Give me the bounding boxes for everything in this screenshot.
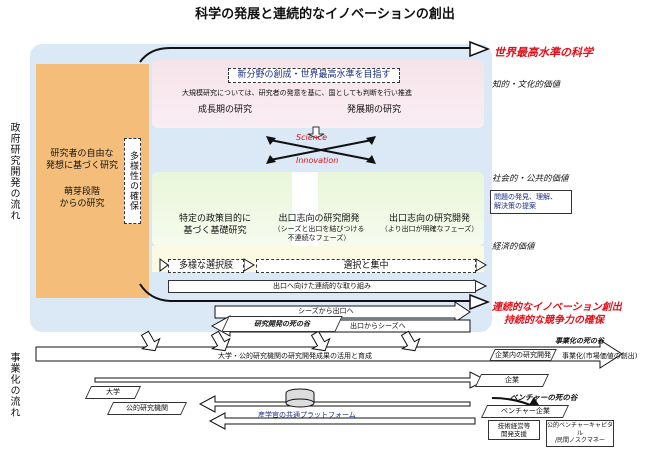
science-innovation-cross	[266, 136, 376, 164]
exit-a-line-3: 不連続なフェーズ）	[287, 234, 351, 242]
vc-line-1: 公的ベンチャーキャピタル	[547, 422, 613, 437]
exit-b-line-1: 出口志向の研究開発	[388, 214, 470, 224]
vc-line-2: /民間ノスクマネー	[554, 437, 606, 444]
policy-line-1: 特定の政策目的に	[178, 214, 251, 224]
company-label: 企業	[505, 376, 519, 384]
page-title: 科学の発展と連続的なイノベーションの創出	[195, 7, 455, 22]
policy-line-2: 基づく基礎研究	[183, 225, 247, 236]
exit-b-line-2: （より出口が明確なフェーズ）	[380, 225, 479, 234]
proposal-line-2: 解決策の提案	[494, 202, 536, 211]
public-institute-box: 公的研究機関	[106, 402, 188, 415]
venture-company-label: ベンチャー企業	[500, 407, 550, 415]
tech-support-line-2: 開発支援	[501, 430, 527, 439]
tech-support-box: 技術経営等 開発支援	[488, 420, 540, 441]
science-label: Science	[296, 133, 328, 142]
platform-label: 産学官の共通プラットフォーム	[258, 411, 356, 419]
innovation-label: Innovation	[296, 156, 339, 165]
policy-research-text: 特定の政策目的に 基づく基礎研究	[160, 214, 270, 237]
seed-line-1: 萌芽段階	[63, 187, 100, 197]
company-box: 企業	[474, 374, 550, 387]
tech-support-line-1: 技術経営等	[497, 422, 531, 430]
world-class-arrow	[139, 40, 491, 63]
diverse-options-box: 多様な選択肢	[168, 259, 244, 273]
university-box: 大学	[84, 386, 142, 399]
exit-a-line-1: 出口志向の研究開発	[278, 214, 360, 224]
seeds-to-exit-label: シーズから出口へ	[298, 307, 354, 315]
down-arrows	[140, 330, 421, 352]
new-field-box: 新分野の創成・世界最高水準を目指す	[228, 68, 400, 83]
social-value-label: 社会的・公共的価値	[492, 174, 569, 184]
exit-to-seeds-label: 出口からシーズへ	[350, 322, 406, 330]
rd-death-valley: 研究開発の死の谷	[221, 316, 343, 332]
seed-line-2: からの研究	[59, 199, 105, 210]
economic-value-label: 経済的価値	[492, 242, 535, 252]
commercialization-label: 事業化(市場価値の創出)	[562, 352, 638, 360]
growth-research: 成長期の研究	[198, 105, 253, 115]
platform-cylinder	[285, 388, 315, 408]
large-scale-text: 大規模研究については、研究者の発意を基に、国としても判断を行い推進	[182, 89, 412, 97]
continuous-innovation-label: 連続的なイノベーション創出	[492, 302, 622, 313]
selection-focus-box: 選択と集中	[256, 259, 476, 273]
diversity-box: 多様性の確保	[124, 138, 141, 224]
government-flow-label: 政府研究開発の流れ	[8, 122, 19, 221]
corporate-rd-label: 企業内の研究開発	[495, 351, 551, 359]
business-flow-label: 事業化の流れ	[8, 352, 19, 418]
seed-research-text: 萌芽段階 からの研究	[42, 186, 122, 210]
free-research-text: 研究者の自由な 発想に基づく研究	[42, 148, 122, 172]
proposal-line-1: 問題の発見、理解、	[494, 193, 557, 201]
public-institute-label: 公的研究機関	[126, 404, 168, 412]
sustained-competitiveness-label: 持続的な競争力の確保	[504, 315, 604, 326]
world-class-label: 世界最高水準の科学	[494, 46, 593, 59]
innovation-band	[152, 172, 484, 246]
university-label: 大学	[106, 388, 120, 396]
corporate-rd: 企業内の研究開発	[489, 349, 557, 361]
development-research: 発展期の研究	[347, 105, 402, 115]
proposal-box: 問題の発見、理解、 解決策の提案	[490, 190, 572, 215]
free-research-line-1: 研究者の自由な	[50, 149, 114, 159]
venture-company-box: ベンチャー企業	[480, 405, 570, 418]
free-research-line-2: 発想に基づく研究	[45, 161, 118, 172]
venture-capital-box: 公的ベンチャーキャピタル /民間ノスクマネー	[546, 420, 614, 447]
continuous-innovation-arrow	[139, 283, 491, 311]
rd-death-valley-label: 研究開発の死の谷	[254, 320, 310, 328]
continuous-effort-bar: 出口へ向けた連続的な取り組み	[168, 280, 476, 293]
exit-a-line-2: （シーズと出口を結びつける	[273, 225, 365, 234]
intellectual-value-label: 知的・文化的価値	[492, 80, 561, 90]
venture-death-valley-label: ベンチャーの死の谷	[510, 393, 578, 402]
gap-column	[292, 172, 318, 246]
exit-oriented-a: 出口志向の研究開発 （シーズと出口を結びつける 不連続なフェーズ）	[264, 214, 374, 243]
business-main-arrow	[35, 339, 623, 369]
commercial-death-valley-label: 事業化の死の谷	[555, 337, 604, 345]
university-utilization-label: 大学・公的研究機関の研究開発成果の活用と育成	[218, 352, 372, 360]
exit-oriented-b: 出口志向の研究開発 （より出口が明確なフェーズ）	[372, 214, 487, 234]
